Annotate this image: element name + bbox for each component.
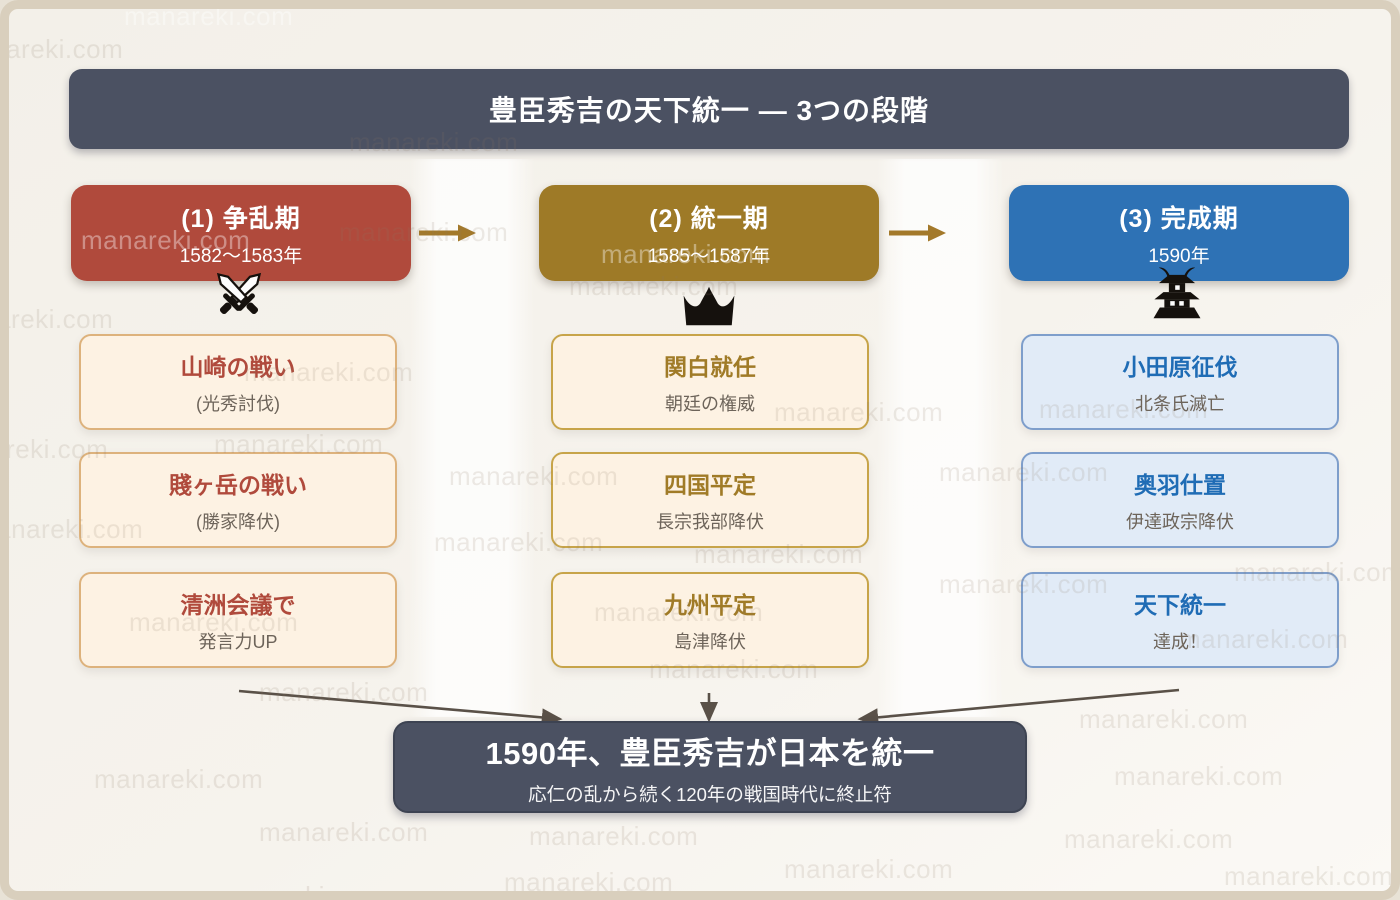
event-card: 山崎の戦い (光秀討伐) <box>79 334 397 430</box>
event-title: 四国平定 <box>664 472 756 498</box>
event-card: 奥羽仕置 伊達政宗降伏 <box>1021 452 1339 548</box>
event-card: 四国平定 長宗我部降伏 <box>551 452 869 548</box>
event-subtitle: 北条氏滅亡 <box>1135 394 1225 414</box>
watermark: manareki.com <box>784 854 954 884</box>
event-title: 関白就任 <box>664 354 756 380</box>
watermark: manareki.com <box>504 867 674 897</box>
watermark: manareki.com <box>94 764 264 794</box>
flow-arrow-icon <box>889 224 947 247</box>
event-title: 賤ヶ岳の戦い <box>169 472 307 498</box>
event-subtitle: (光秀討伐) <box>196 394 280 414</box>
event-title: 小田原征伐 <box>1122 354 1238 380</box>
event-card: 小田原征伐 北条氏滅亡 <box>1021 334 1339 430</box>
watermark: manareki.com <box>1114 761 1284 791</box>
conclusion-banner: 1590年、豊臣秀吉が日本を統一 応仁の乱から続く120年の戦国時代に終止符 <box>393 721 1027 813</box>
castle-icon <box>1148 265 1206 326</box>
phase-3-header: (3) 完成期 1590年 <box>1009 185 1349 281</box>
event-title: 九州平定 <box>664 592 756 618</box>
page-title: 豊臣秀吉の天下統一 ― 3つの段階 <box>69 69 1349 149</box>
crown-icon <box>681 285 737 332</box>
event-subtitle: 朝廷の権威 <box>665 394 755 414</box>
watermark: manareki.com <box>259 677 429 707</box>
conclusion-title: 1590年、豊臣秀吉が日本を統一 <box>485 735 935 771</box>
event-title: 山崎の戦い <box>180 354 296 380</box>
phase-2-years: 1585〜1587年 <box>647 245 771 267</box>
event-subtitle: 発言力UP <box>198 632 278 652</box>
event-subtitle: (勝家降伏) <box>196 512 280 532</box>
watermark: manareki.com <box>529 821 699 851</box>
event-card: 九州平定 島津降伏 <box>551 572 869 668</box>
phase-1-years: 1582〜1583年 <box>179 245 303 267</box>
phase-3-years: 1590年 <box>1148 245 1210 267</box>
event-title: 天下統一 <box>1134 592 1226 618</box>
watermark: manareki.com <box>1064 824 1234 854</box>
event-title: 奥羽仕置 <box>1134 472 1226 498</box>
phase-2-header: (2) 統一期 1585〜1587年 <box>539 185 879 281</box>
column-gutter <box>409 159 535 717</box>
phase-1-header: (1) 争乱期 1582〜1583年 <box>71 185 411 281</box>
event-card: 天下統一 達成！ <box>1021 572 1339 668</box>
conclusion-subtitle: 応仁の乱から続く120年の戦国時代に終止符 <box>528 783 892 805</box>
column-gutter <box>877 159 1003 717</box>
watermark: manareki.com <box>124 1 294 31</box>
event-subtitle: 島津降伏 <box>674 632 746 652</box>
event-card: 賤ヶ岳の戦い (勝家降伏) <box>79 452 397 548</box>
watermark: manareki.com <box>214 881 384 900</box>
watermark: manareki.com <box>1079 704 1249 734</box>
event-title: 清洲会議で <box>180 592 296 618</box>
event-subtitle: 伊達政宗降伏 <box>1126 512 1234 532</box>
watermark: manareki.com <box>6 34 124 64</box>
crossed-swords-icon <box>209 265 269 330</box>
watermark: manareki.com <box>9 304 114 334</box>
event-card: 清洲会議で 発言力UP <box>79 572 397 668</box>
watermark: manareki.com <box>1224 861 1394 891</box>
event-subtitle: 長宗我部降伏 <box>656 512 764 532</box>
event-card: 関白就任 朝廷の権威 <box>551 334 869 430</box>
phase-1-label: (1) 争乱期 <box>181 204 301 233</box>
event-subtitle: 達成！ <box>1153 632 1207 652</box>
page-title-text: 豊臣秀吉の天下統一 ― 3つの段階 <box>488 95 930 126</box>
flow-arrow-icon <box>419 224 477 247</box>
phase-2-label: (2) 統一期 <box>649 204 769 233</box>
phase-3-label: (3) 完成期 <box>1119 204 1239 233</box>
watermark: manareki.com <box>259 817 429 847</box>
